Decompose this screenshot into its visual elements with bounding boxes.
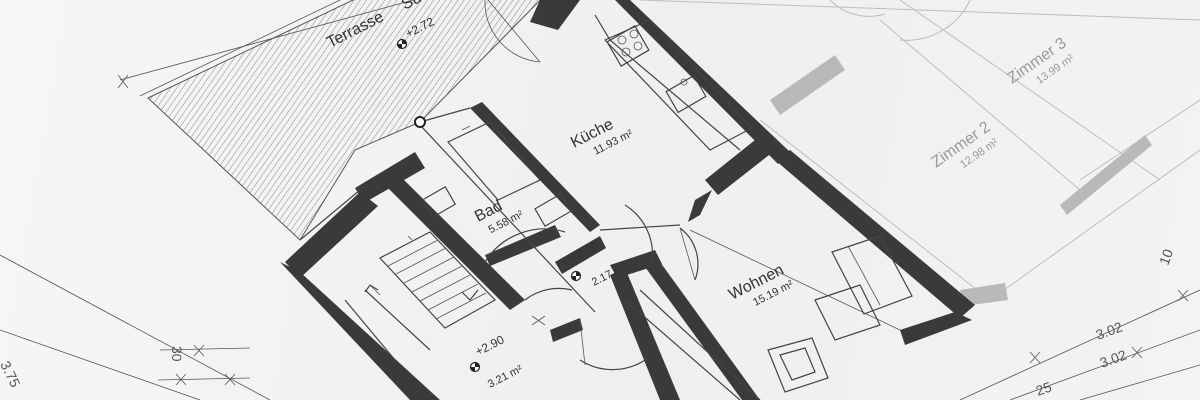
dimension-25: 25: [1034, 378, 1054, 398]
column-icon: [414, 116, 426, 128]
staircase: [344, 231, 496, 361]
dimension-3-75: 3.75: [0, 358, 24, 390]
toilet-icon: [534, 193, 572, 227]
walls: [280, 0, 975, 400]
sink-icon: [665, 74, 707, 114]
level-mark-icon: [396, 38, 408, 50]
washbasin-icon: [421, 186, 457, 218]
dimension-3-02-upper: 3.02: [1094, 318, 1125, 342]
level-mark-icon: [469, 361, 481, 373]
kitchen-fixtures: [603, 19, 753, 151]
bathtub-icon: [447, 121, 541, 201]
faint-neighbour-rooms: [639, 0, 1200, 306]
dimension-3-02-lower: 3.02: [1098, 346, 1129, 370]
dimension-30: 30: [169, 346, 185, 362]
hob-icon: [606, 25, 650, 67]
living-furniture: [767, 235, 913, 393]
table-icon: [814, 284, 881, 341]
sofa-icon: [831, 235, 913, 315]
dimension-10: 10: [1156, 247, 1176, 267]
stair-level: +2.90: [473, 332, 507, 358]
level-mark-icon: [570, 270, 582, 282]
doors: [484, 204, 699, 371]
bath-fixtures: [421, 121, 572, 227]
stair-area: 3.21 m²: [486, 363, 525, 391]
armchair-icon: [767, 337, 829, 393]
